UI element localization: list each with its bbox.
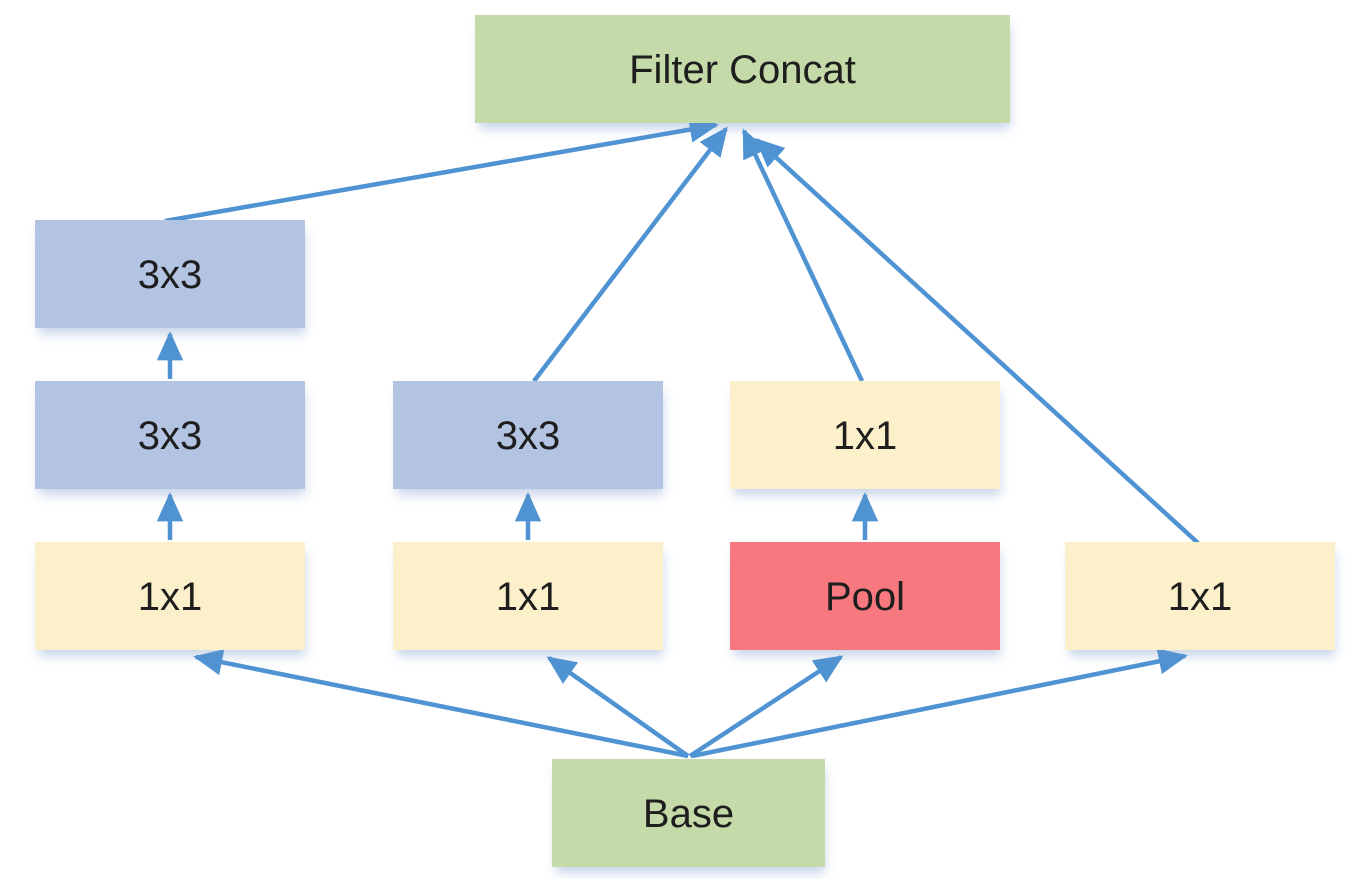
arrow-branch1-3x3-top-to-filter-concat xyxy=(164,116,719,224)
node-branch1-3x3-top: 3x3 xyxy=(35,220,305,328)
node-branch2-3x3: 3x3 xyxy=(393,381,663,489)
node-base-label: Base xyxy=(642,792,735,836)
node-base: Base xyxy=(552,759,825,867)
node-branch3-1x1: 1x1 xyxy=(730,381,1000,489)
node-branch1-3x3-mid-label: 3x3 xyxy=(137,414,203,458)
node-branch1-1x1-label: 1x1 xyxy=(137,575,203,619)
node-branch1-3x3-top-label: 3x3 xyxy=(137,253,203,297)
arrow-base-to-branch3-pool xyxy=(688,655,844,758)
node-branch3-pool-label: Pool xyxy=(824,575,906,619)
node-filter-concat: Filter Concat xyxy=(475,15,1010,123)
node-branch2-1x1-label: 1x1 xyxy=(495,575,561,619)
node-filter-concat-label: Filter Concat xyxy=(629,48,856,92)
arrow-branch2-3x3-to-filter-concat xyxy=(532,126,728,383)
node-branch2-1x1: 1x1 xyxy=(393,542,663,650)
node-branch1-1x1: 1x1 xyxy=(35,542,305,650)
node-branch3-1x1-label: 1x1 xyxy=(832,414,898,458)
arrow-base-to-branch2-1x1 xyxy=(546,656,690,758)
node-branch1-3x3-mid: 3x3 xyxy=(35,381,305,489)
arrow-branch3-1x1-to-filter-concat xyxy=(741,128,865,382)
node-branch2-3x3-label: 3x3 xyxy=(495,414,561,458)
arrow-base-to-branch4-1x1 xyxy=(691,648,1188,759)
arrow-branch4-1x1-to-filter-concat xyxy=(754,138,1200,545)
arrow-base-to-branch1-1x1 xyxy=(193,649,689,759)
node-branch4-1x1-label: 1x1 xyxy=(1167,575,1233,619)
node-branch3-pool: Pool xyxy=(730,542,1000,650)
node-branch4-1x1: 1x1 xyxy=(1065,542,1335,650)
